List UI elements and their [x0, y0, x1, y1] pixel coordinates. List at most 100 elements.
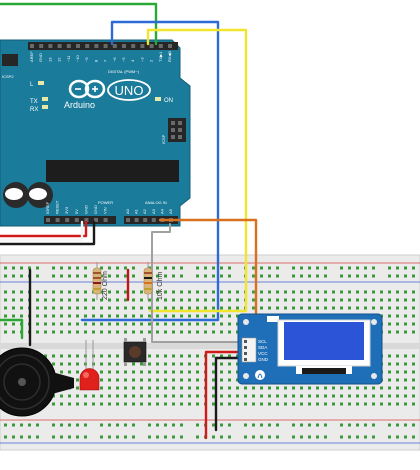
power-pin-label: GND — [93, 205, 98, 214]
grid-hole — [196, 386, 199, 390]
rail-hole — [260, 435, 263, 439]
rail-hole — [308, 274, 311, 278]
digital-pin-hole — [30, 44, 34, 48]
grid-hole — [52, 322, 55, 326]
grid-hole — [332, 298, 335, 302]
grid-hole — [156, 290, 159, 294]
grid-hole — [292, 402, 295, 406]
grid-hole — [220, 354, 223, 358]
power-pin-hole — [65, 218, 70, 222]
rail-hole — [292, 274, 295, 278]
grid-hole — [4, 322, 7, 326]
grid-hole — [372, 402, 375, 406]
grid-hole — [108, 354, 111, 358]
rail-hole — [84, 423, 87, 427]
resistor-220: 220 Ohm — [92, 262, 109, 300]
grid-hole — [332, 386, 335, 390]
grid-hole — [124, 306, 127, 310]
grid-hole — [228, 290, 231, 294]
grid-hole — [236, 394, 239, 398]
grid-hole — [76, 330, 79, 334]
grid-hole — [124, 322, 127, 326]
rail-hole — [76, 266, 79, 270]
grid-hole — [116, 306, 119, 310]
wire-gray-scl — [151, 223, 249, 343]
grid-hole — [132, 402, 135, 406]
rail-hole — [372, 435, 375, 439]
grid-hole — [228, 314, 231, 318]
grid-hole — [228, 370, 231, 374]
grid-hole — [44, 306, 47, 310]
digital-pin-label: TX▶1 — [158, 51, 163, 62]
rail-hole — [348, 435, 351, 439]
grid-hole — [100, 378, 103, 382]
rail-hole — [300, 274, 303, 278]
wire-white-gnd — [0, 220, 84, 242]
grid-hole — [196, 322, 199, 326]
grid-hole — [228, 298, 231, 302]
grid-hole — [380, 386, 383, 390]
grid-hole — [220, 330, 223, 334]
grid-hole — [236, 290, 239, 294]
rail-hole — [300, 435, 303, 439]
oled-pin-label: SCL — [258, 339, 267, 344]
grid-hole — [108, 306, 111, 310]
rail-hole — [268, 435, 271, 439]
uno-text: UNO — [115, 83, 144, 98]
digital-pin-hole — [39, 44, 44, 48]
rail-hole — [356, 266, 359, 270]
grid-hole — [124, 402, 127, 406]
digital-pin-label: ~9 — [84, 57, 89, 62]
grid-hole — [180, 362, 183, 366]
grid-hole — [228, 402, 231, 406]
grid-hole — [164, 298, 167, 302]
rail-hole — [316, 435, 319, 439]
icsp-pin — [171, 135, 175, 139]
grid-hole — [228, 386, 231, 390]
grid-hole — [388, 402, 391, 406]
grid-hole — [364, 386, 367, 390]
grid-hole — [140, 290, 143, 294]
grid-hole — [212, 330, 215, 334]
digital-pin-hole — [149, 44, 154, 48]
rail-hole — [180, 423, 183, 427]
rail-hole — [308, 435, 311, 439]
grid-hole — [300, 402, 303, 406]
digital-pin-hole — [48, 44, 53, 48]
rail-hole — [52, 274, 55, 278]
digital-pin-hole — [131, 44, 136, 48]
grid-hole — [148, 314, 151, 318]
grid-hole — [52, 402, 55, 406]
grid-hole — [412, 330, 415, 334]
rail-hole — [300, 423, 303, 427]
icsp2-label: ICSP2 — [2, 74, 14, 79]
grid-hole — [388, 322, 391, 326]
rail-hole — [68, 423, 71, 427]
icsp-pin — [178, 135, 182, 139]
analog-pin-label: A3 — [151, 208, 156, 214]
rail-hole — [116, 266, 119, 270]
rail-hole — [4, 423, 7, 427]
grid-hole — [388, 378, 391, 382]
grid-hole — [68, 370, 71, 374]
grid-hole — [84, 314, 87, 318]
grid-hole — [324, 402, 327, 406]
grid-hole — [60, 322, 63, 326]
rail-hole — [412, 435, 415, 439]
grid-hole — [52, 298, 55, 302]
digital-pin-label: 12 — [57, 57, 62, 62]
grid-hole — [60, 290, 63, 294]
grid-hole — [292, 394, 295, 398]
rail-hole — [20, 423, 23, 427]
grid-hole — [124, 298, 127, 302]
grid-hole — [52, 362, 55, 366]
digital-pin-label: ~11 — [66, 55, 71, 62]
digital-pin-hole — [94, 44, 99, 48]
grid-hole — [68, 394, 71, 398]
grid-hole — [356, 386, 359, 390]
grid-hole — [356, 306, 359, 310]
grid-hole — [188, 386, 191, 390]
rail-hole — [12, 423, 15, 427]
grid-hole — [156, 386, 159, 390]
